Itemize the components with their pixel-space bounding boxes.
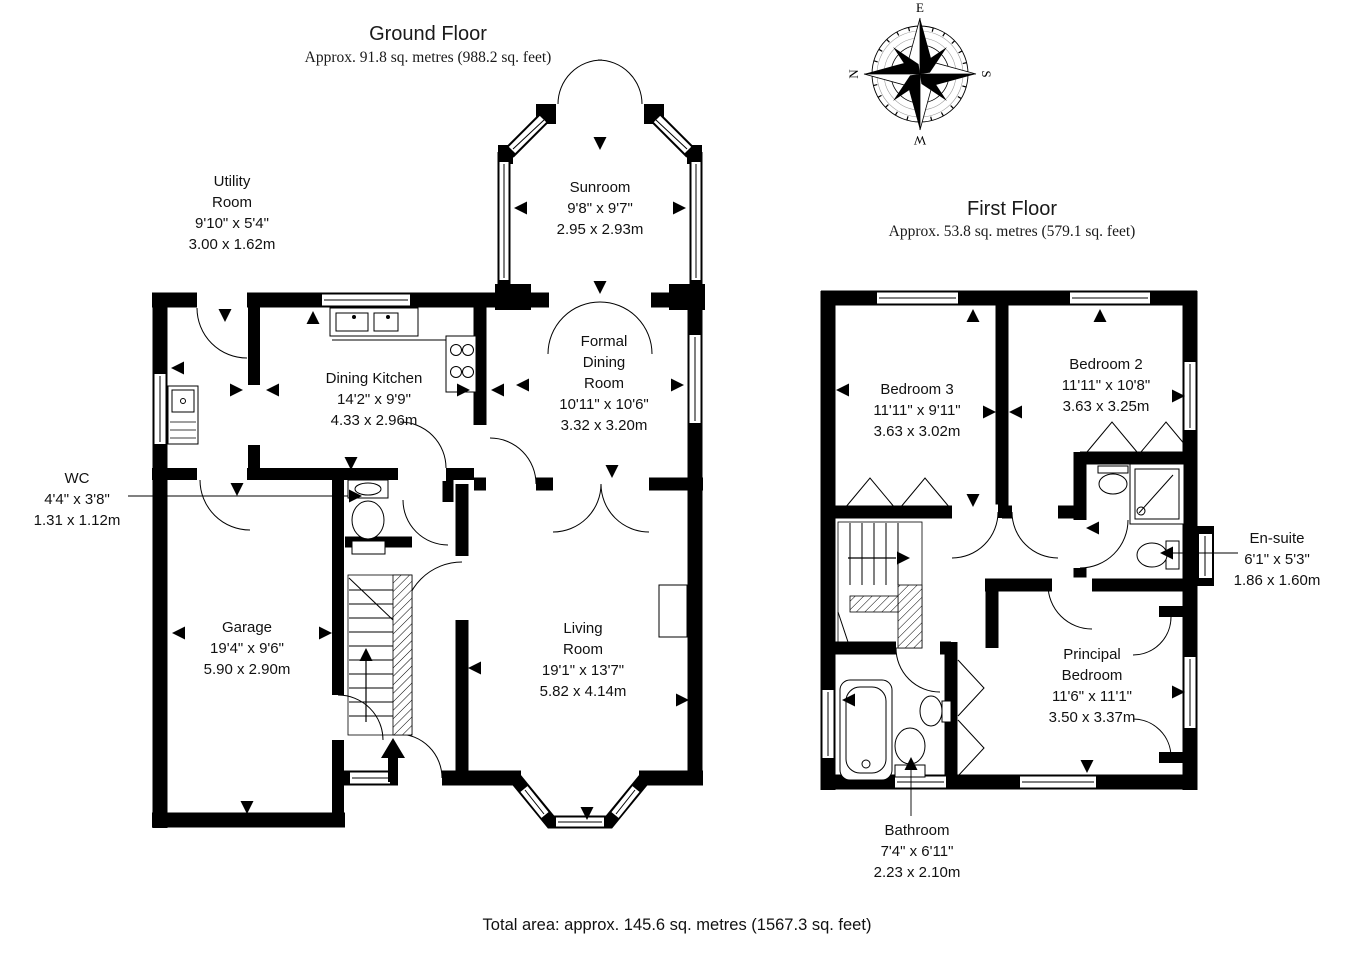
room-dims-imperial: 11'6" x 11'1" <box>1051 688 1133 705</box>
room-dims-imperial: 19'1" x 13'7" <box>541 662 625 679</box>
room-name-line: Living <box>563 620 603 637</box>
compass-south-label: S <box>979 70 994 77</box>
room-dims-metric: 3.63 x 3.25m <box>1062 398 1150 415</box>
room-name-line: WC <box>64 470 90 487</box>
room-dims-metric: 3.32 x 3.20m <box>560 417 648 434</box>
room-dims-metric: 3.00 x 1.62m <box>188 236 276 253</box>
room-dims-imperial: 10'11" x 10'6" <box>559 396 649 413</box>
ensuite-leader-line <box>1160 546 1238 560</box>
ensuite-label: En-suite 6'1" x 5'3" 1.86 x 1.60m <box>1234 528 1321 591</box>
first-floor-area: Approx. 53.8 sq. metres (579.1 sq. feet) <box>888 223 1136 240</box>
ground-floor-title: Ground Floor <box>369 23 487 45</box>
room-name-line: En-suite <box>1249 530 1305 547</box>
ff-door-arcs <box>895 511 1172 758</box>
first-floor-title: First Floor <box>967 198 1057 220</box>
bedroom2-wardrobe <box>1086 421 1192 453</box>
principal-wardrobe <box>957 659 985 777</box>
wc-leader-line <box>128 489 362 503</box>
ground-floor-area: Approx. 91.8 sq. metres (988.2 sq. feet) <box>304 49 552 66</box>
ff-windows <box>822 292 1212 788</box>
kitchen-sink-unit <box>329 307 419 337</box>
compass-north-label: N <box>846 69 861 79</box>
room-dims-metric: 4.33 x 2.96m <box>330 412 418 429</box>
room-name-line: Dining Kitchen <box>325 370 423 387</box>
kitchen-cooktop <box>445 335 477 393</box>
living-room-fireplace <box>658 584 688 638</box>
formal-dining-room-label: Formal Dining Room 10'11" x 10'6" 3.32 x… <box>559 331 649 436</box>
compass-west-label: W <box>913 133 926 148</box>
gf-dimension-arrows <box>171 137 689 820</box>
compass-rose: E N S W <box>846 0 994 148</box>
entrance-arrow <box>381 738 405 782</box>
compass-east-label: E <box>916 0 924 15</box>
room-name-line: Room <box>583 375 624 392</box>
bedroom3-wardrobe <box>844 477 951 509</box>
room-name-line: Room <box>211 194 252 211</box>
wc-basin <box>347 479 389 499</box>
ground-floor-plan <box>128 59 705 829</box>
room-dims-metric: 2.95 x 2.93m <box>556 221 644 238</box>
bathroom-sink <box>919 695 952 727</box>
room-name-line: Garage <box>221 619 273 636</box>
room-dims-metric: 3.50 x 3.37m <box>1048 709 1136 726</box>
sunroom-label: Sunroom 9'8" x 9'7" 2.95 x 2.93m <box>557 177 644 240</box>
room-dims-metric: 5.90 x 2.90m <box>203 661 291 678</box>
room-dims-metric: 3.63 x 3.02m <box>873 423 961 440</box>
room-name-line: Principal <box>1063 646 1121 663</box>
garage-label: Garage 19'4" x 9'6" 5.90 x 2.90m <box>204 617 291 680</box>
room-name-line: Utility <box>213 173 251 190</box>
room-dims-metric: 2.23 x 2.10m <box>873 864 961 881</box>
bedroom2-label: Bedroom 2 11'11" x 10'8" 3.63 x 3.25m <box>1062 354 1150 417</box>
ensuite-sink <box>1097 465 1129 495</box>
gf-stairs <box>347 574 413 736</box>
compass-star <box>863 17 977 131</box>
utility-room-label: Utility Room 9'10" x 5'4" 3.00 x 1.62m <box>189 171 276 255</box>
room-name-line: Bathroom <box>884 822 950 839</box>
room-name-line: Bedroom <box>1061 667 1123 684</box>
wc-toilet <box>351 500 386 555</box>
room-dims-imperial: 6'1" x 5'3" <box>1244 551 1310 568</box>
room-name-line: Bedroom 3 <box>880 381 954 398</box>
room-name-line: Sunroom <box>569 179 631 196</box>
bathroom-leader-line <box>904 757 918 816</box>
room-dims-imperial: 11'11" x 10'8" <box>1061 377 1151 394</box>
gf-windows <box>154 115 701 827</box>
room-name-line: Bedroom 2 <box>1069 356 1143 373</box>
room-dims-imperial: 11'11" x 9'11" <box>873 402 961 419</box>
bathroom-bath <box>839 679 893 781</box>
room-name-line: Room <box>562 641 603 658</box>
principal-bedroom-label: Principal Bedroom 11'6" x 11'1" 3.50 x 3… <box>1049 644 1136 728</box>
total-area-text: Total area: approx. 145.6 sq. metres (15… <box>482 916 872 934</box>
room-dims-imperial: 4'4" x 3'8" <box>44 491 110 508</box>
utility-sink <box>167 385 199 445</box>
room-name-line: Formal <box>580 333 628 350</box>
dining-kitchen-label: Dining Kitchen 14'2" x 9'9" 4.33 x 2.96m <box>326 368 423 431</box>
bathroom-label: Bathroom 7'4" x 6'11" 2.23 x 2.10m <box>874 820 961 883</box>
living-room-label: Living Room 19'1" x 13'7" 5.82 x 4.14m <box>540 618 627 702</box>
gf-door-arcs <box>196 59 653 779</box>
room-dims-metric: 1.31 x 1.12m <box>33 512 121 529</box>
room-dims-imperial: 19'4" x 9'6" <box>210 640 284 657</box>
room-dims-imperial: 9'10" x 5'4" <box>195 215 269 232</box>
room-dims-metric: 1.86 x 1.60m <box>1233 572 1321 589</box>
room-name-line: Dining <box>582 354 626 371</box>
ff-stairs <box>837 521 923 649</box>
bedroom3-label: Bedroom 3 11'11" x 9'11" 3.63 x 3.02m <box>873 379 960 442</box>
wc-label: WC 4'4" x 3'8" 1.31 x 1.12m <box>34 468 121 531</box>
first-floor-plan <box>820 290 1238 816</box>
room-dims-imperial: 9'8" x 9'7" <box>567 200 633 217</box>
ensuite-shower <box>1129 463 1185 525</box>
room-dims-metric: 5.82 x 4.14m <box>539 683 627 700</box>
room-dims-imperial: 7'4" x 6'11" <box>880 843 954 860</box>
room-dims-imperial: 14'2" x 9'9" <box>337 391 411 408</box>
